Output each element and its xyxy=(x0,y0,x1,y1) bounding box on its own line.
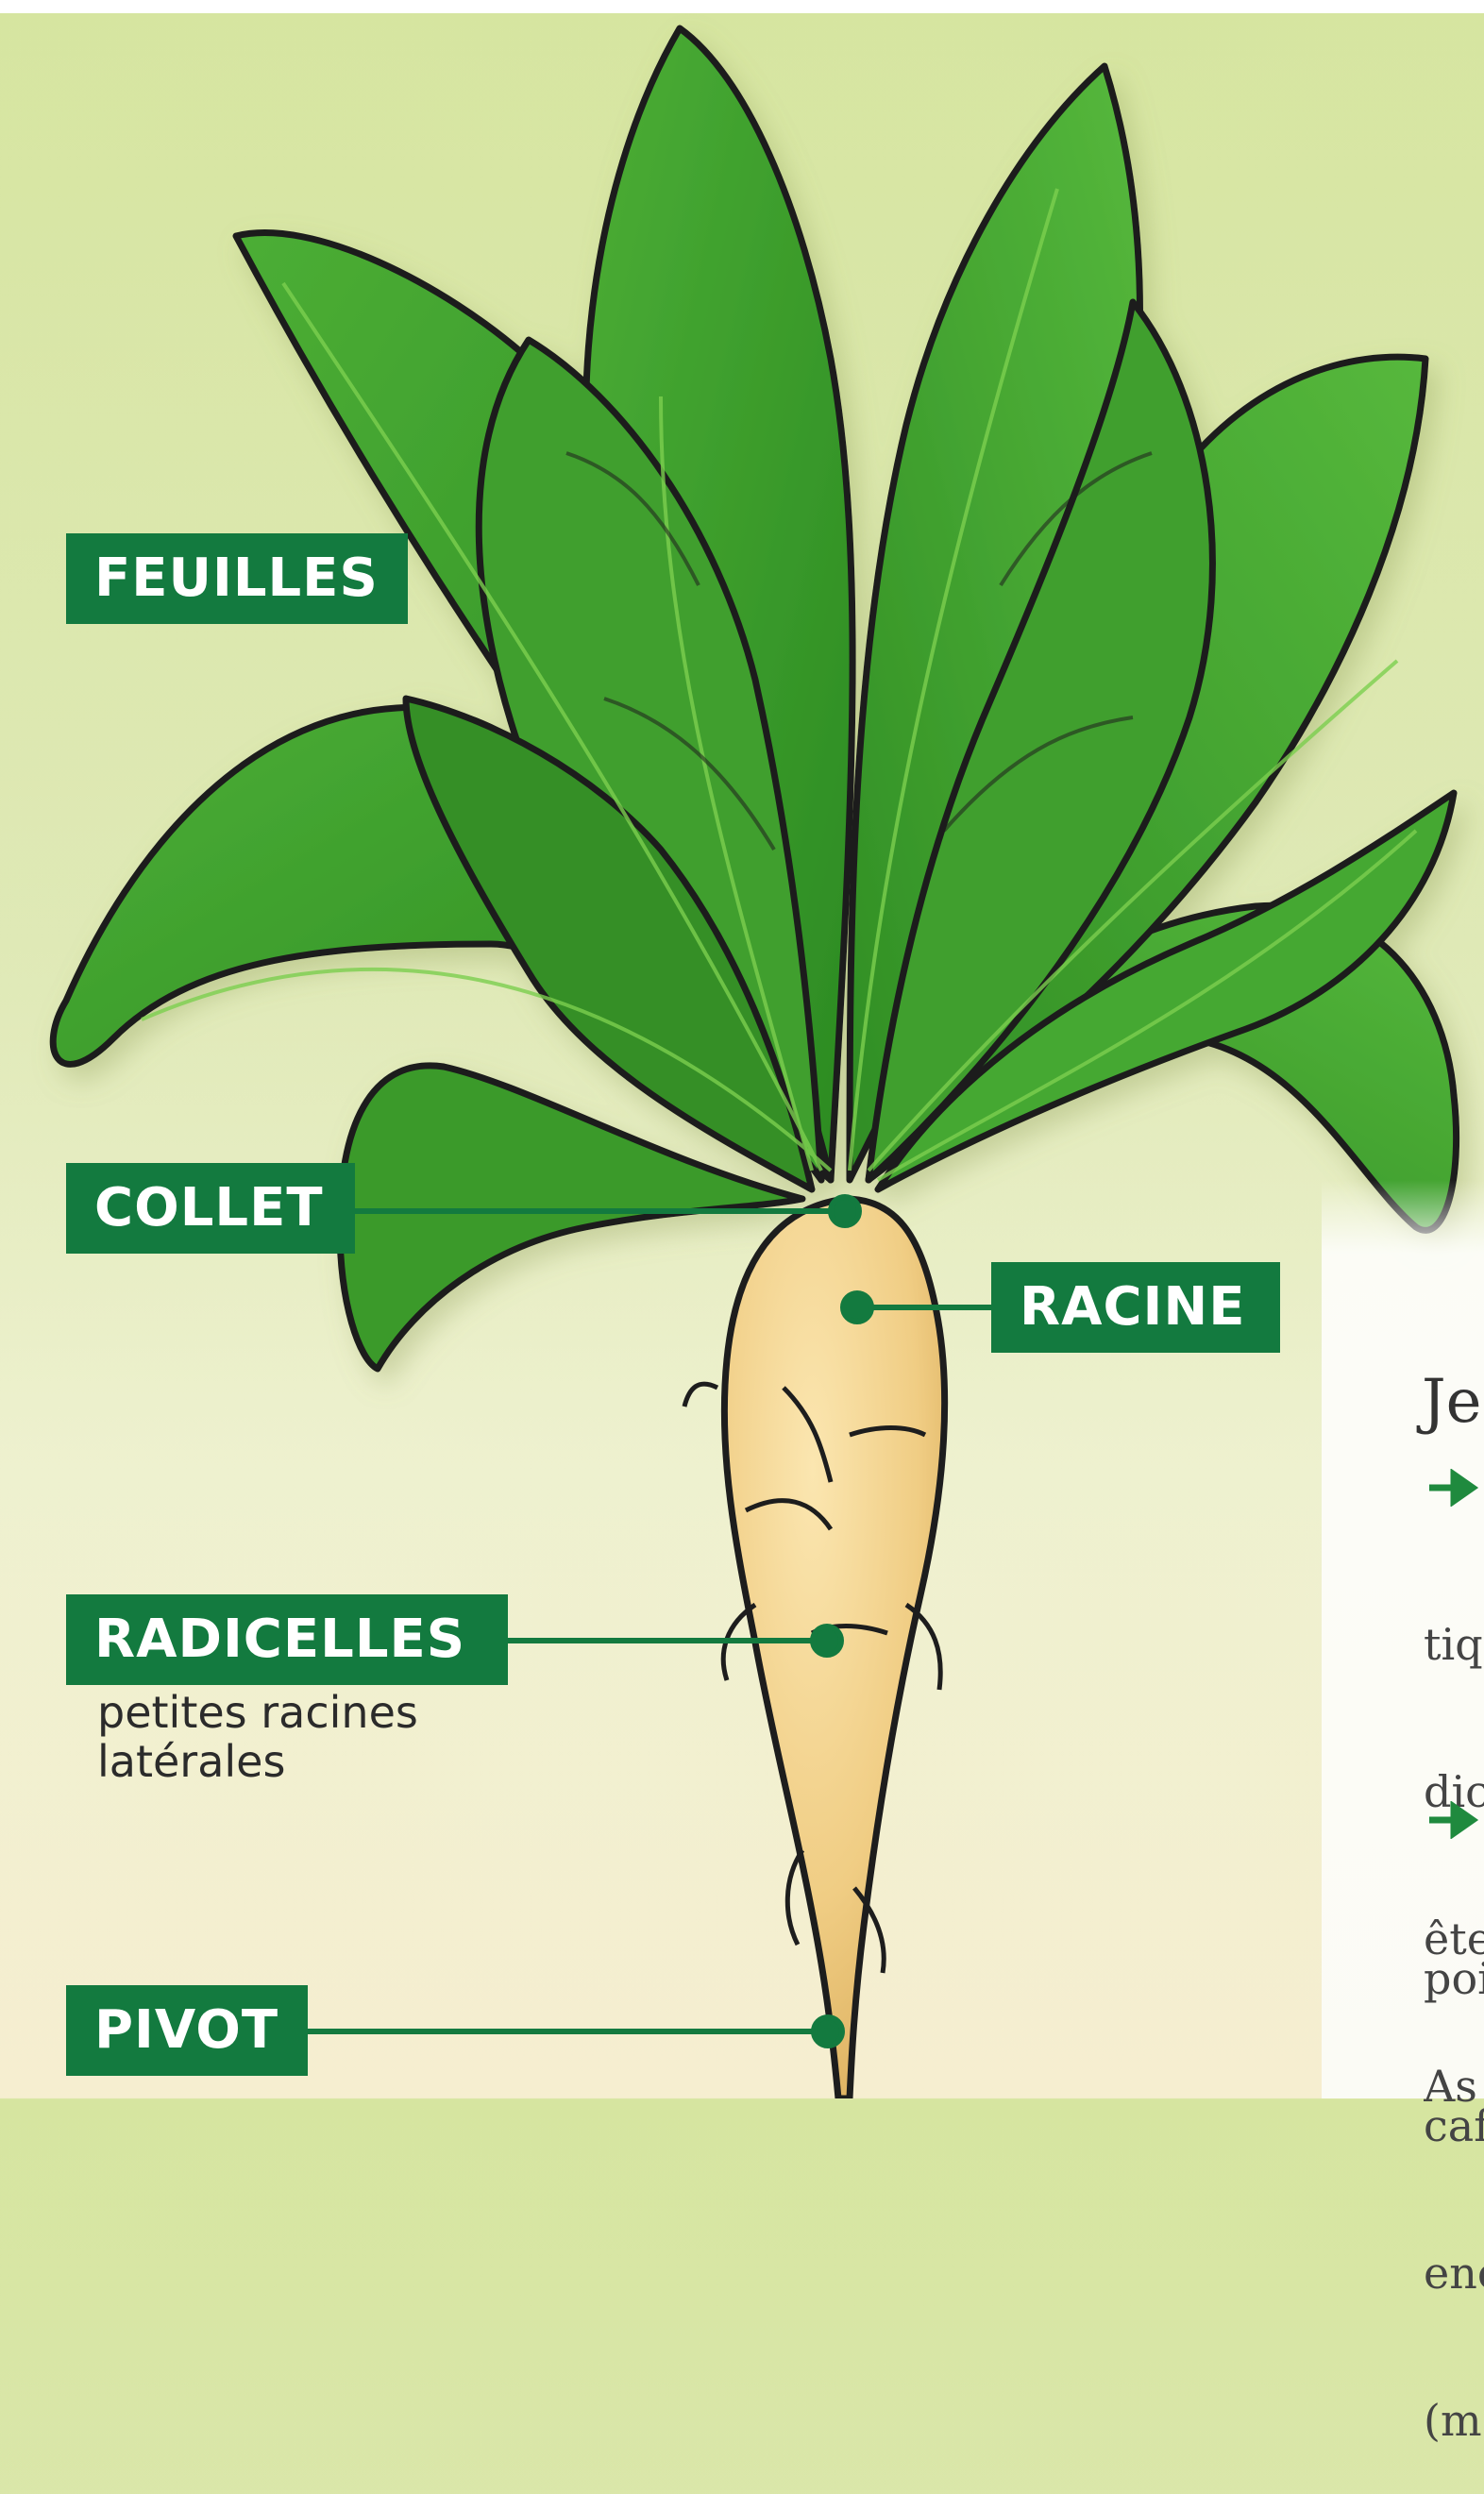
side-paragraph-2-line: poi xyxy=(1424,1954,1484,2003)
side-paragraph-2-line: caf xyxy=(1424,2101,1484,2150)
radicelles-description: petites racines latérales xyxy=(97,1688,418,1786)
radicelles-description-line: petites racines xyxy=(97,1688,418,1737)
label-radicelles: RADICELLES xyxy=(66,1594,508,1685)
label-pivot: PIVOT xyxy=(66,1985,308,2076)
arrow-bullet-icon xyxy=(1427,1469,1484,1507)
side-panel-title: Je xyxy=(1422,1367,1482,1437)
radicelles-description-line: latérales xyxy=(97,1737,418,1786)
side-paragraph-2-line: enc xyxy=(1424,2249,1484,2298)
side-paragraph-2-line: (m xyxy=(1424,2396,1484,2445)
label-collet: COLLET xyxy=(66,1163,355,1254)
arrow-bullet-icon xyxy=(1427,1801,1484,1839)
side-paragraph-1-line: tiq xyxy=(1424,1620,1484,1669)
label-feuilles: FEUILLES xyxy=(66,533,408,624)
side-paragraph-2: poi caf enc (m xyxy=(1424,1856,1484,2494)
label-racine: RACINE xyxy=(991,1262,1280,1353)
